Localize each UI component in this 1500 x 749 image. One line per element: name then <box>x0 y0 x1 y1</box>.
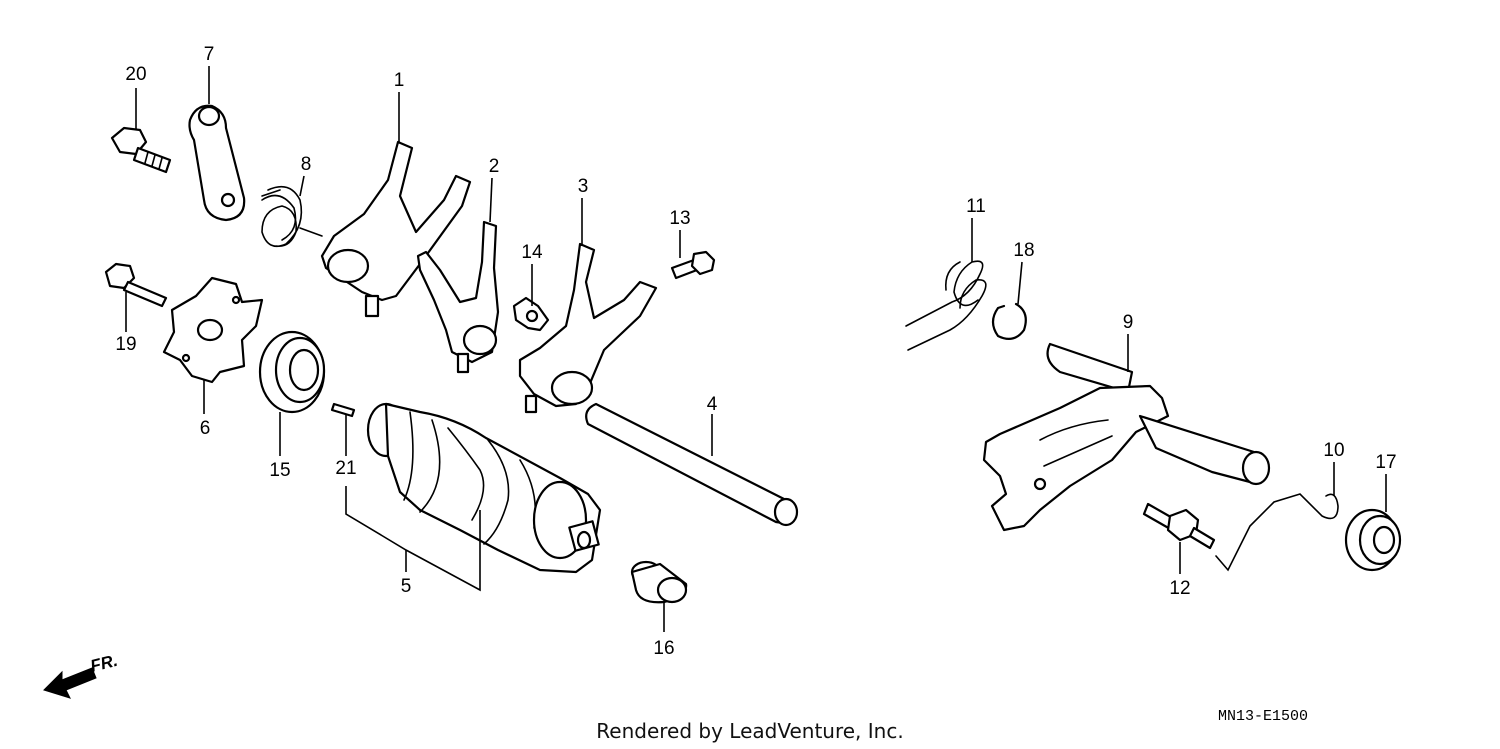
callout-20: 20 <box>125 64 146 85</box>
part-13-bolt[interactable] <box>670 250 716 280</box>
callout-21: 21 <box>335 458 356 479</box>
diagram-code: MN13-E1500 <box>1218 708 1308 725</box>
front-direction-indicator: FR. <box>43 651 120 699</box>
part-20-bolt[interactable] <box>110 126 172 174</box>
part-18-circlip[interactable] <box>991 302 1027 341</box>
callout-17: 17 <box>1375 452 1396 473</box>
callout-12: 12 <box>1169 578 1190 599</box>
callout-labels: 20 7 8 1 2 3 13 14 19 6 15 21 5 4 16 11 … <box>115 44 1396 659</box>
callout-13: 13 <box>669 208 690 229</box>
callout-6: 6 <box>200 418 211 439</box>
callout-14: 14 <box>521 242 543 263</box>
front-label: FR. <box>88 651 119 676</box>
part-21-dowel-pin[interactable] <box>330 402 356 418</box>
callout-18: 18 <box>1013 240 1034 261</box>
callout-3: 3 <box>578 176 589 197</box>
leader-lines <box>125 66 1387 632</box>
part-11-spring[interactable] <box>905 260 987 351</box>
callout-19: 19 <box>115 334 136 355</box>
callout-15: 15 <box>269 460 290 481</box>
callout-9: 9 <box>1123 312 1134 333</box>
front-arrow-icon <box>43 667 97 699</box>
callout-7: 7 <box>204 44 215 65</box>
part-19-bolt[interactable] <box>104 262 168 308</box>
callout-11: 11 <box>966 196 986 217</box>
callout-8: 8 <box>301 154 312 175</box>
callout-4: 4 <box>707 394 718 415</box>
part-16-needle-bearing[interactable] <box>630 560 688 604</box>
part-2-shift-fork[interactable] <box>416 220 500 374</box>
part-3-shift-fork[interactable] <box>518 242 658 414</box>
part-14-guide-plate[interactable] <box>512 296 550 332</box>
callout-1: 1 <box>394 70 405 91</box>
callout-16: 16 <box>653 638 674 659</box>
part-7-stopper-arm[interactable] <box>188 104 246 222</box>
part-8-return-spring[interactable] <box>261 185 323 248</box>
part-15-bearing[interactable] <box>258 330 326 414</box>
callout-10: 10 <box>1323 440 1344 461</box>
part-4-fork-shaft[interactable] <box>585 402 799 527</box>
footer-credit: Rendered by LeadVenture, Inc. <box>596 719 903 743</box>
part-1-shift-fork[interactable] <box>320 140 472 318</box>
part-10-spring[interactable] <box>1215 493 1339 572</box>
callout-2: 2 <box>489 156 500 177</box>
part-9-gearshift-spindle[interactable] <box>982 342 1271 532</box>
part-5-shift-drum[interactable] <box>366 402 602 574</box>
part-17-oil-seal[interactable] <box>1344 508 1402 572</box>
callout-5: 5 <box>401 576 412 597</box>
part-12-pin-bolt[interactable] <box>1142 502 1216 550</box>
part-6-drum-center-plate[interactable] <box>162 276 264 384</box>
